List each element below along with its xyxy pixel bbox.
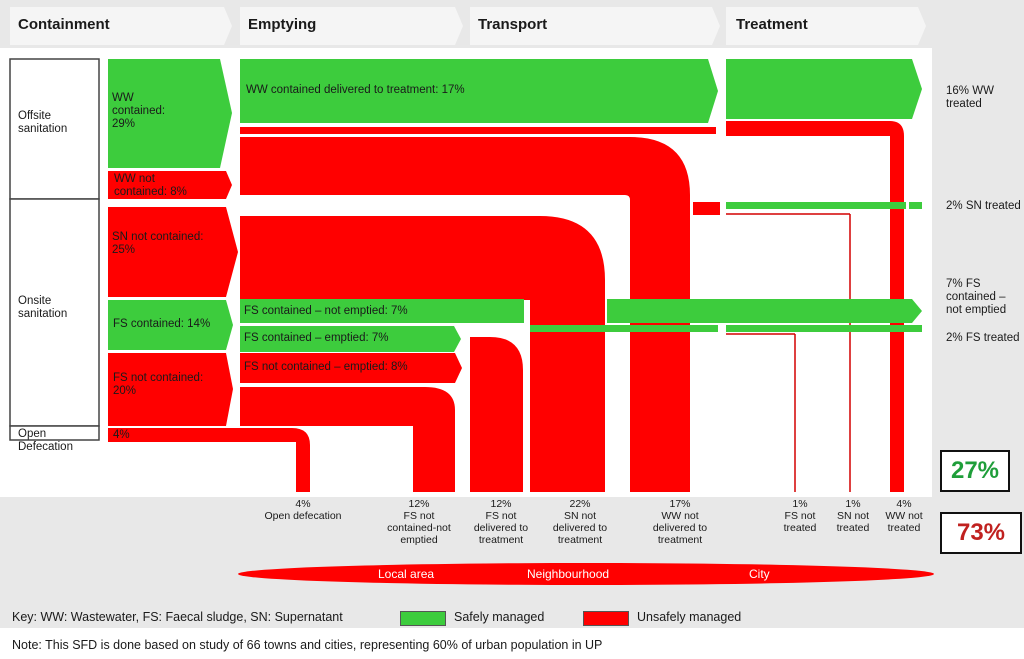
label-ww-not-contained: WW not contained: 8% [114,173,187,198]
flow-ww-delivered [240,59,718,123]
bottom-text: FS not delivered to treatment [473,510,529,546]
bottom-panel [0,497,1024,608]
flow-fs-nc-not-emptied [240,387,455,492]
bottom-pct: 17% [669,498,691,510]
header-chevron-treatment [726,7,926,45]
flow-fs-treatment [726,325,922,332]
flow-fs-not-delivered [470,337,523,492]
bottom-text: Open defecation [264,510,342,522]
bottom-text: SN not treated [836,510,870,534]
header-chevron-containment [10,7,232,45]
key-band [0,608,1024,628]
flow-sn-treatment [726,202,906,209]
label-ww-delivered: WW contained delivered to treatment: 17% [246,84,465,96]
total-unsafe-box: 73% [940,512,1022,554]
header-chevron-transport [470,7,720,45]
bottom-label-open-defecation: 4% Open defecation [261,498,345,522]
block-ww-contained [108,59,232,168]
row-box-onsite [9,198,100,427]
zone-city: City [749,567,770,581]
label-open-def: 4% [113,429,130,441]
zone-local: Local area [378,567,435,581]
total-safe-box: 27% [940,450,1010,492]
note-text: Note: This SFD is done based on study of… [12,638,603,652]
flow-fs-nc-emptied [240,353,462,383]
bottom-pct: 22% [569,498,591,510]
flow-fs-not-emptied-right [607,299,922,323]
block-fs-contained [108,300,233,350]
block-fs-not-contained [108,353,233,426]
key-unsafe-swatch [583,611,629,626]
bottom-pct: 4% [896,498,912,510]
flow-sn-treatment-tip [909,202,922,209]
label-fs-not-emptied: FS contained – not emptied: 7% [244,305,408,317]
flow-fs-emptied-transport [530,325,718,332]
zone-neighbourhood: Neighbourhood [527,567,610,581]
stat-ww-treated: 16% WW treated [946,85,994,110]
header-treatment: Treatment [736,16,808,33]
key-safe-label: Safely managed [454,610,545,624]
stat-fs-not-emptied: 7% FS contained – not emptied [946,278,1007,316]
bottom-label-fs-not-treated: 1% FS not treated [770,498,830,534]
row-label-offsite: Offsite sanitation [18,110,68,135]
header-containment: Containment [18,16,110,33]
bottom-text: FS not treated [783,510,817,534]
row-label-onsite: Onsite sanitation [18,295,68,320]
label-ww-contained: WW contained: 29% [112,92,166,130]
bottom-text: SN not delivered to treatment [552,510,608,546]
bottom-pct: 1% [845,498,861,510]
block-ww-not-contained [108,171,232,199]
bottom-pct: 12% [490,498,512,510]
flow-open-defecation [108,428,310,492]
row-box-offsite [9,58,100,200]
bottom-text: WW not delivered to treatment [652,510,708,546]
bottom-pct: 4% [295,498,311,510]
row-box-open [9,425,100,441]
bottom-text: FS not contained-not emptied [387,510,451,546]
bottom-pct: 12% [408,498,430,510]
stat-fs-treated: 2% FS treated [946,332,1020,344]
bottom-label-sn-not-delivered: 22% SN not delivered to treatment [538,498,622,546]
label-fs-not-contained: FS not contained: 20% [113,372,204,397]
bottom-label-fs-not-delivered: 12% FS not delivered to treatment [459,498,543,546]
zone-band [238,563,934,585]
bottom-label-ww-not-delivered: 17% WW not delivered to treatment [638,498,722,546]
bottom-label-ww-not-treated: 4% WW not treated [874,498,934,534]
key-safe-swatch [400,611,446,626]
flow-sn-not-delivered [240,216,605,492]
flow-ww-treatment [726,59,922,119]
header-chevron-emptying [240,7,463,45]
label-sn-not-contained: SN not contained: 25% [112,231,204,256]
flow-sn-red-stub [693,202,720,215]
stat-sn-treated: 2% SN treated [946,200,1021,212]
flow-ww-loss-transport [240,127,716,134]
key-unsafe-label: Unsafely managed [637,610,742,624]
label-fs-nc-emptied: FS not contained – emptied: 8% [244,361,408,373]
bottom-label-fs-nc-not-emptied: 12% FS not contained-not emptied [377,498,461,546]
flow-fs-not-emptied [240,299,524,323]
flow-ww-not-delivered [240,137,690,492]
header-transport: Transport [478,16,548,33]
bottom-label-sn-not-treated: 1% SN not treated [823,498,883,534]
label-fs-contained: FS contained: 14% [113,318,211,330]
bottom-text: WW not treated [885,510,923,534]
key-text: Key: WW: Wastewater, FS: Faecal sludge, … [12,610,343,624]
block-sn-not-contained [108,207,238,297]
label-fs-emptied: FS contained – emptied: 7% [244,332,389,344]
bottom-pct: 1% [792,498,808,510]
flow-fs-emptied [240,326,461,352]
header-emptying: Emptying [248,16,317,33]
row-label-open: Open Defecation [18,428,73,453]
